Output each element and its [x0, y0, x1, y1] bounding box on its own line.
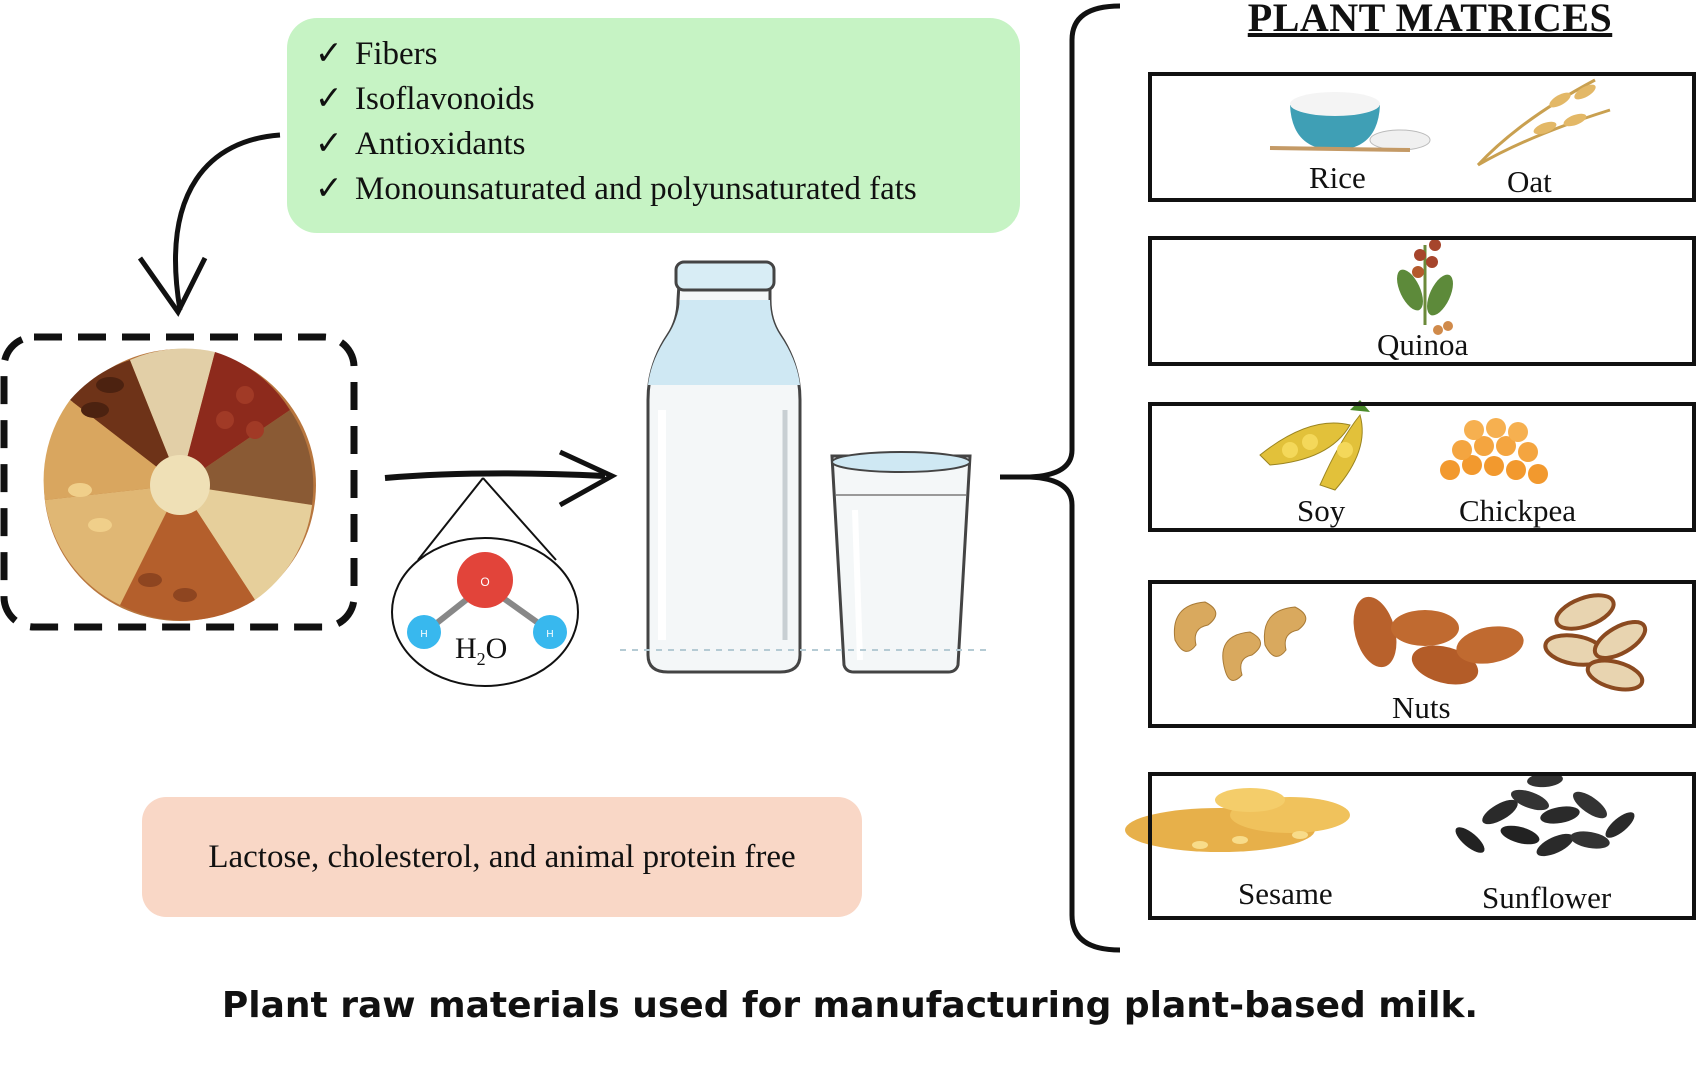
chickpea-pile-icon	[1440, 418, 1548, 484]
oxygen-atom-icon	[457, 552, 513, 608]
brazil-nut-icon	[1543, 593, 1648, 692]
sesame-seeds-icon	[1125, 788, 1350, 852]
nuts-label: Nuts	[1392, 690, 1451, 725]
oxygen-label: O	[480, 575, 489, 589]
free-statement-box: Lactose, cholesterol, and animal protein…	[142, 797, 862, 917]
water-molecule-bubble	[391, 537, 579, 687]
plant-matrices-title: PLANT MATRICES	[1247, 0, 1613, 40]
matrices-bracket	[1000, 3, 1121, 953]
curved-arrow-head	[137, 256, 208, 317]
rice-bowl-icon	[1269, 92, 1431, 152]
matrix-panel-pseudocereals: Quinoa	[1148, 236, 1696, 366]
oat-label: Oat	[1507, 164, 1552, 199]
benefit-item: ✓Fibers	[315, 32, 917, 77]
matrix-panel-seeds: Sesame Sunflower	[1148, 772, 1696, 920]
benefits-list: ✓Fibers ✓Isoflavonoids ✓Antioxidants ✓Mo…	[315, 32, 917, 212]
hydrogen-atom-icon	[533, 615, 567, 649]
benefits-box: ✓Fibers ✓Isoflavonoids ✓Antioxidants ✓Mo…	[287, 18, 1020, 233]
soy-label: Soy	[1297, 493, 1346, 528]
benefit-item: ✓Monounsaturated and polyunsaturated fat…	[315, 167, 917, 212]
sesame-label: Sesame	[1238, 876, 1333, 911]
checkmark-icon: ✓	[315, 126, 343, 162]
soybean-pod-icon	[1259, 400, 1370, 491]
checkmark-icon: ✓	[315, 36, 343, 72]
checkmark-icon: ✓	[315, 171, 343, 207]
water-formula: H2O	[455, 632, 508, 669]
matrix-panel-nuts: Nuts	[1148, 580, 1696, 728]
oat-stalk-icon	[1476, 78, 1611, 167]
curved-arrow	[173, 132, 281, 311]
benefit-item: ✓Isoflavonoids	[315, 77, 917, 122]
cashew-icon	[1173, 601, 1307, 681]
rice-label: Rice	[1309, 160, 1366, 195]
figure-caption: Plant raw materials used for manufacturi…	[221, 985, 1479, 1026]
milk-glass-icon	[830, 451, 972, 674]
checkmark-icon: ✓	[315, 81, 343, 117]
process-arrow-head	[558, 449, 618, 508]
matrix-panel-legumes: Soy Chickpea	[1148, 402, 1696, 532]
process-arrow	[384, 470, 606, 481]
chickpea-label: Chickpea	[1459, 493, 1577, 528]
milk-bottle-icon	[646, 260, 802, 674]
matrix-panel-cereals: Rice Oat	[1148, 72, 1696, 202]
hydrogen-label: H	[420, 629, 427, 640]
nuts-dashed-frame	[0, 333, 358, 631]
free-statement-text: Lactose, cholesterol, and animal protein…	[208, 838, 796, 875]
quinoa-plant-icon	[1397, 239, 1453, 335]
sunflower-label: Sunflower	[1482, 880, 1612, 915]
nut-mix-icon	[43, 348, 316, 621]
quinoa-label: Quinoa	[1377, 327, 1469, 362]
hydrogen-atom-icon	[407, 615, 441, 649]
almond-icon	[1353, 596, 1524, 685]
hydrogen-label: H	[546, 629, 553, 640]
benefit-item: ✓Antioxidants	[315, 122, 917, 167]
sunflower-seeds-icon	[1455, 772, 1635, 857]
